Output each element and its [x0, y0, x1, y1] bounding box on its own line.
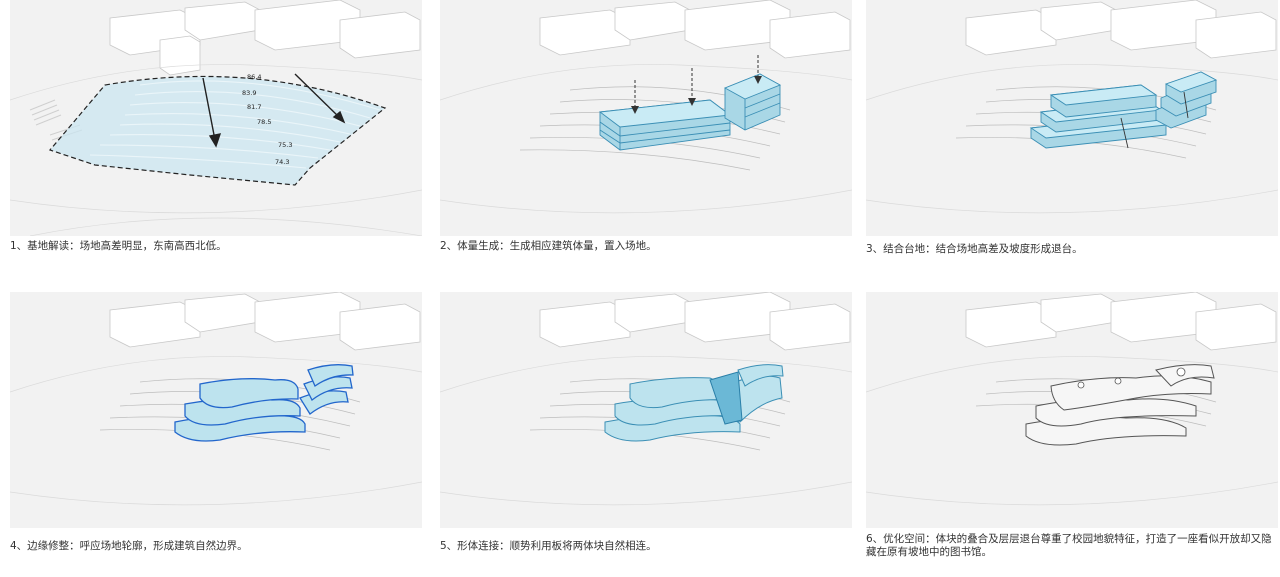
massing-diagram [440, 0, 852, 214]
panel-1-caption: 1、基地解读：场地高差明显，东南高西北低。 [10, 240, 227, 252]
roof-elements [1077, 367, 1186, 389]
edge-trimming-diagram [10, 292, 422, 506]
site-analysis-diagram: 86.4 83.9 81.7 78.5 75.3 74.3 [10, 0, 422, 236]
panel-5-caption: 5、形体连接：顺势利用板将两体块自然相连。 [440, 540, 657, 552]
elevation-label: 83.9 [242, 89, 256, 97]
context-buildings [539, 292, 851, 351]
panel-4-caption: 4、边缘修整：呼应场地轮廓，形成建筑自然边界。 [10, 540, 248, 552]
road-lines [440, 64, 852, 214]
panel-5-connection [440, 292, 852, 528]
panel-6-optimized [866, 292, 1278, 528]
context-buildings [109, 292, 421, 351]
optimized-diagram [866, 292, 1278, 506]
elevation-label: 81.7 [247, 103, 261, 111]
secondary-volume [723, 73, 782, 131]
elevation-label: 86.4 [247, 73, 261, 81]
elevation-label: 78.5 [257, 118, 271, 126]
road-lines [10, 64, 422, 236]
terracing-diagram [866, 0, 1278, 214]
connecting-slab [709, 371, 743, 425]
context-buildings [539, 0, 851, 59]
panel-3-terracing [866, 0, 1278, 236]
curved-volumes [174, 364, 354, 442]
panel-3-caption: 3、结合台地：结合场地高差及坡度形成退台。 [866, 243, 1083, 255]
panel-1-site-analysis: 86.4 83.9 81.7 78.5 75.3 74.3 [10, 0, 422, 236]
final-building [1025, 364, 1215, 446]
panel-2-caption: 2、体量生成：生成相应建筑体量，置入场地。 [440, 240, 657, 252]
road-lines [866, 64, 1278, 214]
main-volume [598, 99, 732, 151]
context-buildings [965, 0, 1277, 59]
road-lines [440, 356, 852, 506]
connection-diagram [440, 292, 852, 506]
road-lines [10, 356, 422, 506]
arrow-heads [631, 76, 762, 114]
slope-arrows [202, 73, 346, 148]
section-lines [1120, 91, 1189, 149]
elevation-labels: 86.4 83.9 81.7 78.5 75.3 74.3 [242, 73, 292, 166]
connected-volumes [604, 364, 784, 442]
panel-2-massing [440, 0, 852, 236]
elevation-label: 75.3 [278, 141, 292, 149]
elevation-label: 74.3 [275, 158, 289, 166]
contour-lines [89, 80, 381, 169]
placement-arrows [634, 55, 759, 110]
panel-4-edge-trimming [10, 292, 422, 528]
road-lines [866, 356, 1278, 506]
panel-6-caption: 6、优化空间：体块的叠合及层层退台尊重了校园地貌特征，打造了一座看似开放却又隐藏… [866, 533, 1272, 558]
context-buildings [109, 0, 421, 76]
site-boundary [48, 75, 387, 186]
terraced-volumes [1029, 71, 1218, 149]
context-buildings [965, 292, 1277, 351]
